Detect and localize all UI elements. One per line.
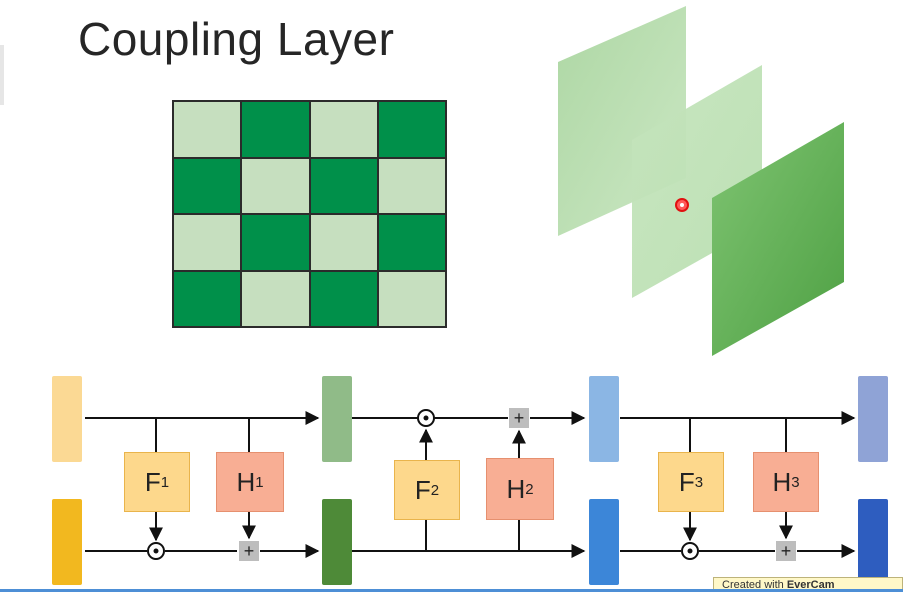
checker-cell-dark — [309, 270, 378, 327]
checker-cell-light — [241, 157, 310, 214]
checker-cell-light — [377, 270, 446, 327]
multiply-operator-icon — [681, 542, 699, 560]
stage3-top-output-bar — [858, 376, 888, 462]
input-top-bar — [52, 376, 82, 462]
slide-left-edge — [0, 45, 4, 105]
checker-cell-dark — [241, 214, 310, 271]
multiply-operator-icon — [147, 542, 165, 560]
checker-cell-light — [309, 101, 378, 158]
coupling-flow-diagram — [85, 409, 856, 560]
bottom-edge-line — [0, 589, 903, 592]
recorder-watermark: Created with EverCam — [713, 577, 903, 592]
feature-planes-illustration — [558, 6, 844, 356]
stage1-bottom-output-bar — [322, 499, 352, 585]
checker-cell-light — [377, 157, 446, 214]
add-operator-icon: + — [776, 541, 796, 561]
stage3-bottom-output-bar — [858, 499, 888, 585]
input-bottom-bar — [52, 499, 82, 585]
checker-cell-light — [241, 270, 310, 327]
checker-cell-dark — [173, 157, 242, 214]
front-plane — [712, 122, 844, 356]
checker-cell-light — [309, 214, 378, 271]
checker-cell-dark — [241, 101, 310, 158]
checkerboard-mask — [172, 100, 447, 328]
checker-cell-dark — [309, 157, 378, 214]
stage2-bottom-output-bar — [589, 499, 619, 585]
checker-cell-dark — [377, 214, 446, 271]
checker-cell-light — [173, 214, 242, 271]
add-operator-icon: + — [239, 541, 259, 561]
checker-cell-dark — [377, 101, 446, 158]
slide-title: Coupling Layer — [78, 13, 395, 65]
stage1-top-output-bar — [322, 376, 352, 462]
add-operator-icon: + — [509, 408, 529, 428]
checker-cell-dark — [173, 270, 242, 327]
multiply-operator-icon — [417, 409, 435, 427]
checker-cell-light — [173, 101, 242, 158]
stage2-top-output-bar — [589, 376, 619, 462]
